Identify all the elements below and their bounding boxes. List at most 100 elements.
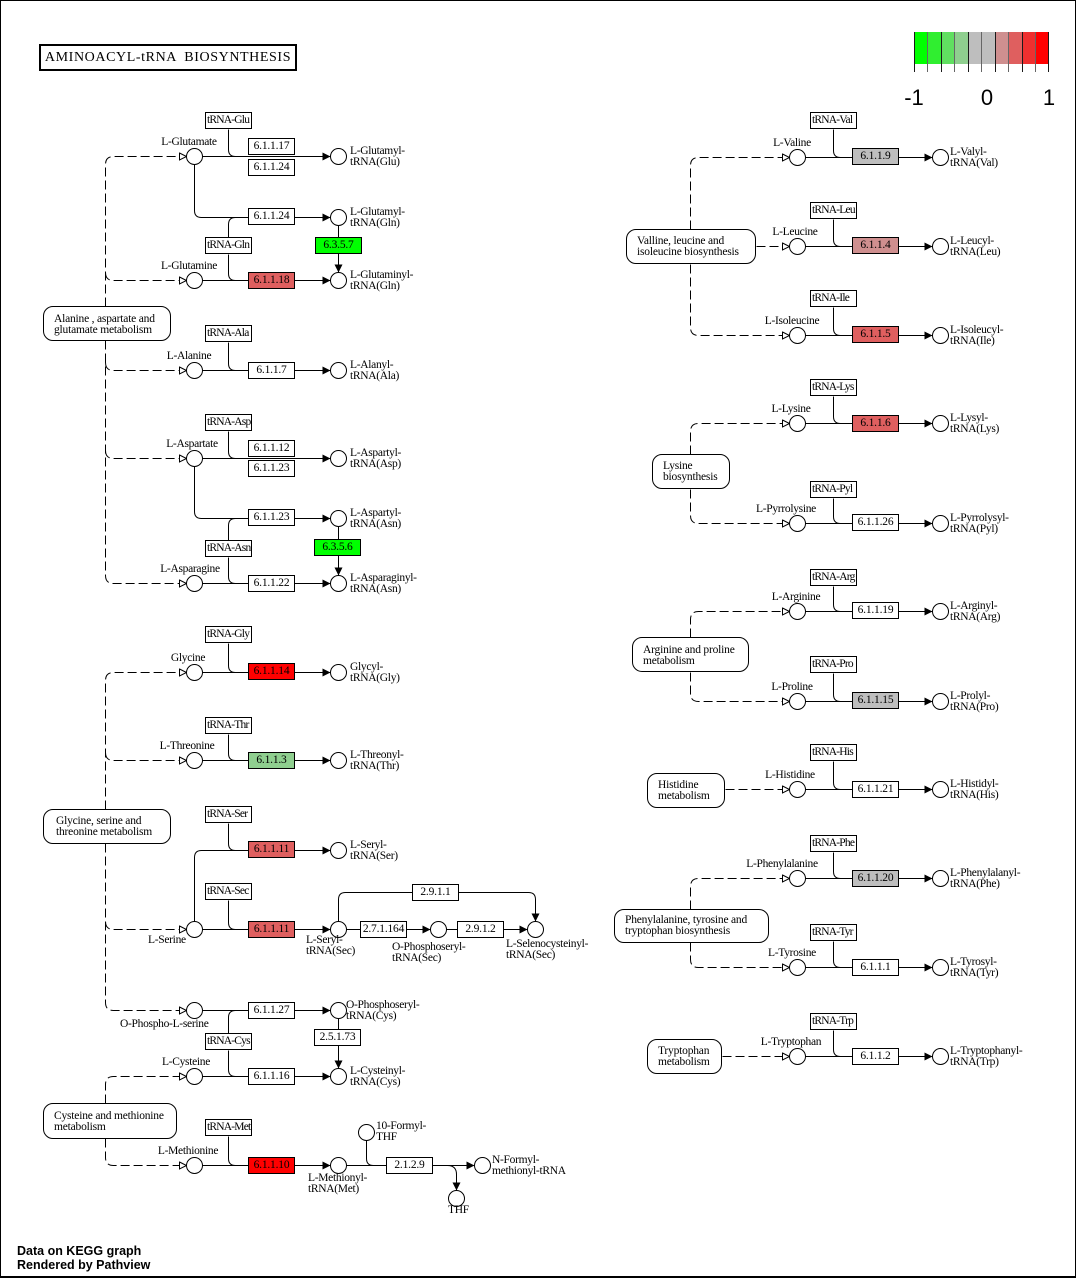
trna-arg-box: tRNA-Arg — [810, 569, 857, 586]
label-l-arginyl-trna-arg: L-Arginyl-tRNA(Arg) — [950, 600, 1000, 623]
label-line: tRNA(Tyr) — [950, 967, 999, 979]
reaction-edge — [194, 846, 331, 922]
trna-tyr-box: tRNA-Tyr — [810, 924, 857, 941]
trna-edge — [833, 586, 841, 612]
label-l-seryl-trna-sec: L-Seryl-tRNA(Sec) — [306, 934, 355, 957]
label-l-threonyl-trna-thr: L-Threonyl-tRNA(Thr) — [350, 749, 404, 772]
label-l-methionyl-trna-met: L-Methionyl-tRNA(Met) — [308, 1172, 367, 1195]
label-l-isoleucine: L-Isoleucine — [764, 315, 820, 327]
label-line: tRNA(Cys) — [350, 1076, 401, 1088]
label-l-valine: L-Valine — [773, 137, 811, 149]
label-l-valyl-trna-val: L-Valyl-tRNA(Val) — [950, 146, 998, 169]
label-line: tRNA(Glu) — [350, 156, 400, 168]
enzyme-6-1-1-22: 6.1.1.22 — [248, 575, 295, 592]
compound-l-pyrrolysyl-trna-pyl — [932, 515, 949, 532]
legend-bin — [927, 32, 942, 64]
reaction-edge — [447, 1165, 461, 1191]
trna-edge — [228, 734, 236, 761]
enzyme-6-1-1-3: 6.1.1.3 — [248, 752, 295, 769]
trna-sec-box: tRNA-Sec — [205, 883, 252, 900]
compound-l-tyrosyl-trna-tyr — [932, 959, 949, 976]
label-l-tyrosyl-trna-tyr: L-Tyrosyl-tRNA(Tyr) — [950, 956, 999, 979]
enzyme-6-1-1-17: 6.1.1.17 — [248, 138, 295, 155]
map-label-line: threonine metabolism — [56, 826, 152, 838]
label-l-aspartyl-trna-asn: L-Aspartyl-tRNA(Asn) — [350, 507, 401, 530]
enzyme-6-1-1-4: 6.1.1.4 — [852, 237, 899, 254]
label-line: tRNA(Cys) — [346, 1010, 397, 1022]
legend-bin — [941, 32, 955, 64]
enzyme-6-3-5-6: 6.3.5.6 — [314, 539, 361, 556]
label-line: tRNA(Ser) — [350, 850, 398, 862]
trna-edge — [228, 129, 236, 157]
label-line: tRNA(Leu) — [950, 246, 1001, 258]
label-l-tyrosine: L-Tyrosine — [768, 947, 816, 959]
compound-l-asparaginyl-trna-asn — [330, 575, 347, 592]
compound-l-aspartate — [186, 450, 203, 467]
compound-l-phenylalanine — [789, 870, 806, 887]
label-l-leucyl-trna-leu: L-Leucyl-tRNA(Leu) — [950, 235, 1001, 258]
map-link-edge — [105, 921, 187, 930]
compound-l-alanyl-trna-ala — [330, 362, 347, 379]
label-line: L-Glutaminyl- — [350, 269, 414, 281]
compound-l-glutamyl-trna-glu — [330, 148, 347, 165]
label-l-lysine: L-Lysine — [771, 403, 811, 415]
legend-max-label: 1 — [1042, 85, 1056, 110]
map-link-edge — [690, 264, 790, 336]
label-line: methionyl-tRNA — [492, 1165, 566, 1177]
label-l-glutamine: L-Glutamine — [160, 260, 218, 272]
trna-edge — [228, 1050, 236, 1077]
compound-o-phosphoseryl-trna-cys — [330, 1002, 347, 1019]
label-l-proline: L-Proline — [771, 681, 813, 693]
label-l-pyrrolysyl-trna-pyl: L-Pyrrolysyl-tRNA(Pyl) — [950, 512, 1009, 535]
enzyme-6-1-1-14: 6.1.1.14 — [248, 663, 295, 680]
map-label-line: Lysine — [663, 460, 693, 472]
label-line: tRNA(Ala) — [350, 370, 400, 382]
label-line: tRNA(Sec) — [506, 949, 556, 961]
label-l-prolyl-trna-pro: L-Prolyl-tRNA(Pro) — [950, 690, 999, 713]
compound-l-cysteinyl-trna-cys — [330, 1068, 347, 1085]
label-line: 10-Formyl- — [376, 1120, 427, 1132]
legend-tick — [941, 32, 942, 72]
label-l-histidine: L-Histidine — [765, 769, 815, 781]
compound-l-threonyl-trna-thr — [330, 752, 347, 769]
label-l-lysyl-trna-lys: L-Lysyl-tRNA(Lys) — [950, 412, 999, 435]
enzyme-2-5-1-73: 2.5.1.73 — [314, 1029, 361, 1046]
footer-data-source: Data on KEGG graph — [17, 1244, 142, 1258]
enzyme-6-1-1-5: 6.1.1.5 — [852, 326, 899, 343]
enzyme-2-9-1-2: 2.9.1.2 — [457, 921, 504, 938]
label-line: L-Histidyl- — [950, 778, 999, 790]
trna-edge — [833, 498, 841, 524]
trna-edge — [228, 557, 236, 584]
label-l-selenocysteinyl-trna-sec: L-Selenocysteinyl-tRNA(Sec) — [506, 938, 588, 961]
trna-lys-box: tRNA-Lys — [810, 379, 857, 396]
compound-l-threonine — [186, 752, 203, 769]
map-label-line: Tryptophan — [658, 1045, 710, 1057]
trna-edge — [833, 852, 841, 879]
label-line: L-Leucyl- — [950, 235, 994, 247]
enzyme-6-1-1-7: 6.1.1.7 — [248, 362, 295, 379]
compound-l-arginyl-trna-arg — [932, 603, 949, 620]
label-thf: THF — [448, 1204, 469, 1216]
label-line: L-Aspartyl- — [350, 447, 401, 459]
map-link-edge — [690, 489, 790, 524]
map-link-edge — [105, 843, 187, 1011]
map-label-line: Alanine , aspartate and — [54, 313, 155, 325]
compound-l-tyrosine — [789, 959, 806, 976]
trna-his-box: tRNA-His — [810, 744, 857, 761]
legend-mid-label: 0 — [980, 85, 994, 110]
trna-ser-box: tRNA-Ser — [205, 806, 252, 823]
enzyme-6-1-1-20: 6.1.1.20 — [852, 870, 899, 887]
compound-l-isoleucine — [789, 327, 806, 344]
label-l-alanyl-trna-ala: L-Alanyl-tRNA(Ala) — [350, 359, 400, 382]
label-line: tRNA(His) — [950, 789, 999, 801]
map-link-edge — [690, 612, 790, 638]
compound-l-leucyl-trna-leu — [932, 238, 949, 255]
label-line: tRNA(Asn) — [350, 583, 401, 595]
enzyme-6-1-1-10: 6.1.1.10 — [248, 1157, 295, 1174]
label-o-phosphoseryl-trna-cys: O-Phosphoseryl-tRNA(Cys) — [346, 999, 420, 1022]
